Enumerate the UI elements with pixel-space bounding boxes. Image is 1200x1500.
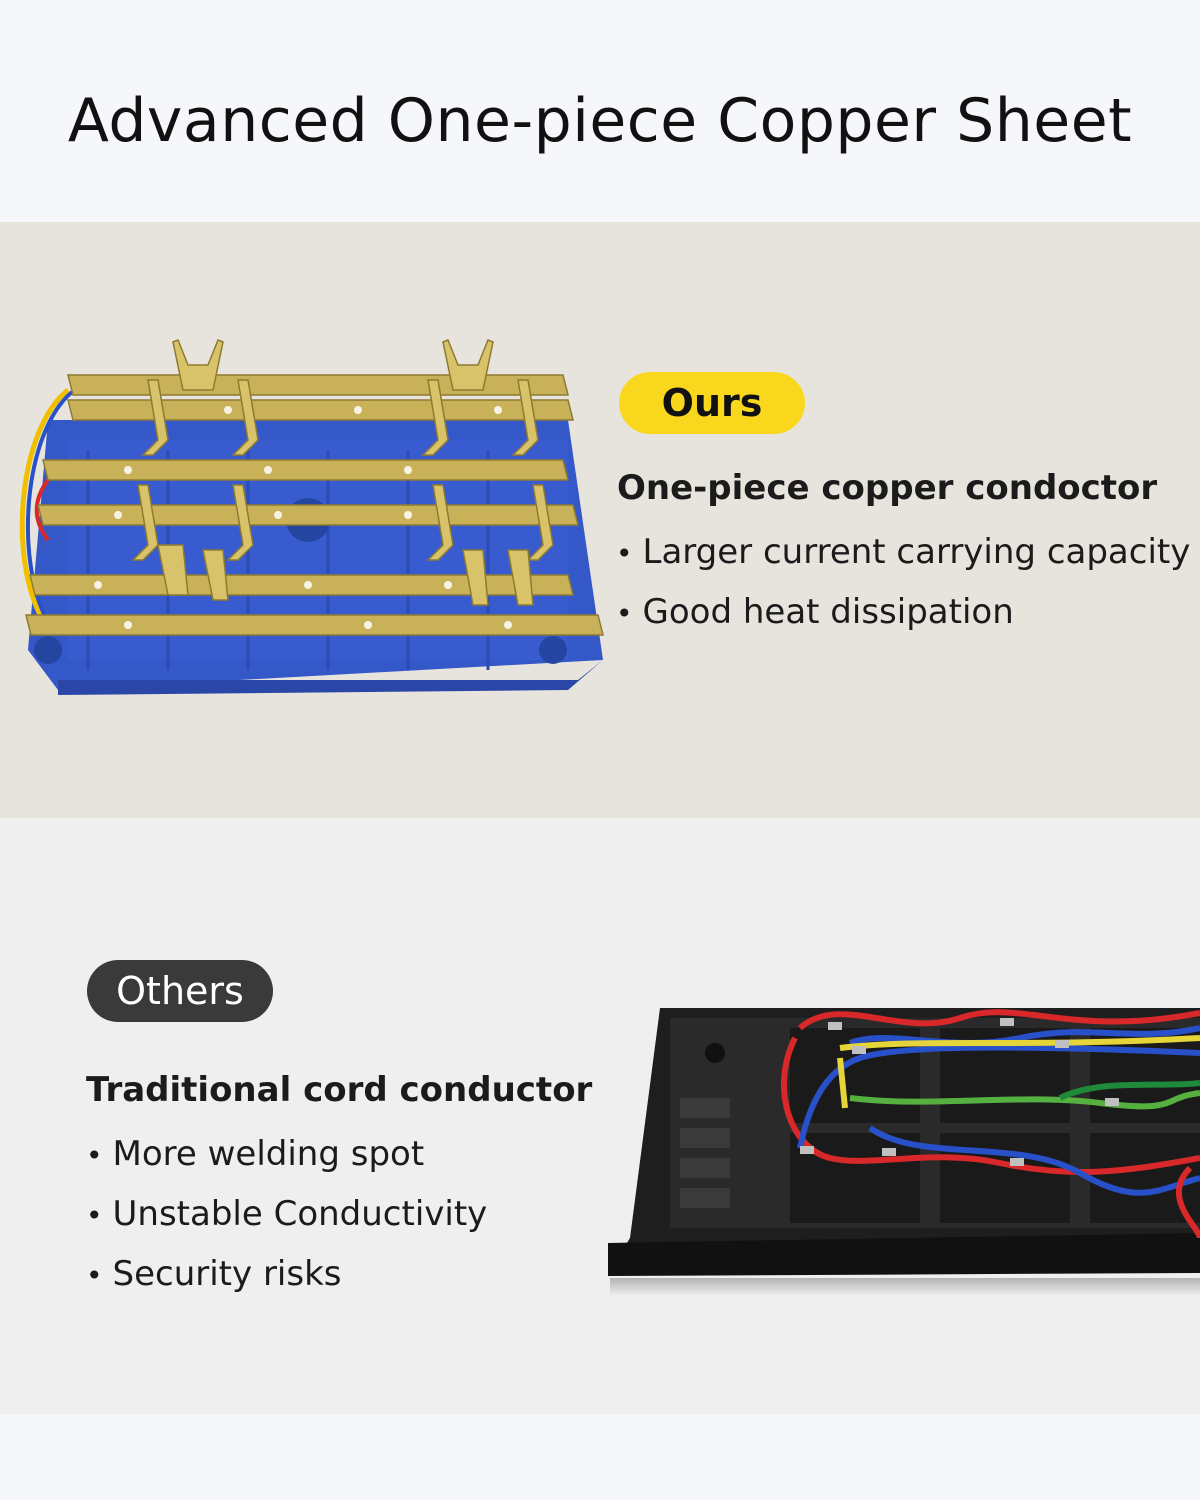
copper-sheet-illustration bbox=[19, 339, 604, 695]
ours-badge: Ours bbox=[619, 372, 805, 434]
ours-bullet-list: Larger current carrying capacity Good he… bbox=[616, 522, 1191, 642]
others-section: Others Traditional cord conductor More w… bbox=[0, 818, 1200, 1414]
list-item: Good heat dissipation bbox=[616, 582, 1190, 642]
ours-heading: One-piece copper condoctor bbox=[617, 468, 1158, 508]
list-item: More welding spot bbox=[86, 1124, 487, 1184]
ours-section: Ours One-piece copper condoctor Larger c… bbox=[0, 222, 1200, 818]
wired-strip-illustration bbox=[608, 1008, 1200, 1296]
header: Advanced One-piece Copper Sheet bbox=[0, 0, 1200, 222]
list-item: Unstable Conductivity bbox=[86, 1184, 488, 1244]
footer bbox=[0, 1414, 1200, 1500]
page-title: Advanced One-piece Copper Sheet bbox=[67, 86, 1133, 156]
list-item: Security risks bbox=[86, 1244, 487, 1304]
list-item: Larger current carrying capacity bbox=[616, 522, 1191, 582]
ours-badge-label: Ours bbox=[661, 381, 763, 425]
others-heading: Traditional cord conductor bbox=[86, 1070, 593, 1110]
others-badge-label: Others bbox=[116, 969, 244, 1013]
others-bullet-list: More welding spot Unstable Conductivity … bbox=[86, 1124, 488, 1304]
others-badge: Others bbox=[87, 960, 273, 1022]
